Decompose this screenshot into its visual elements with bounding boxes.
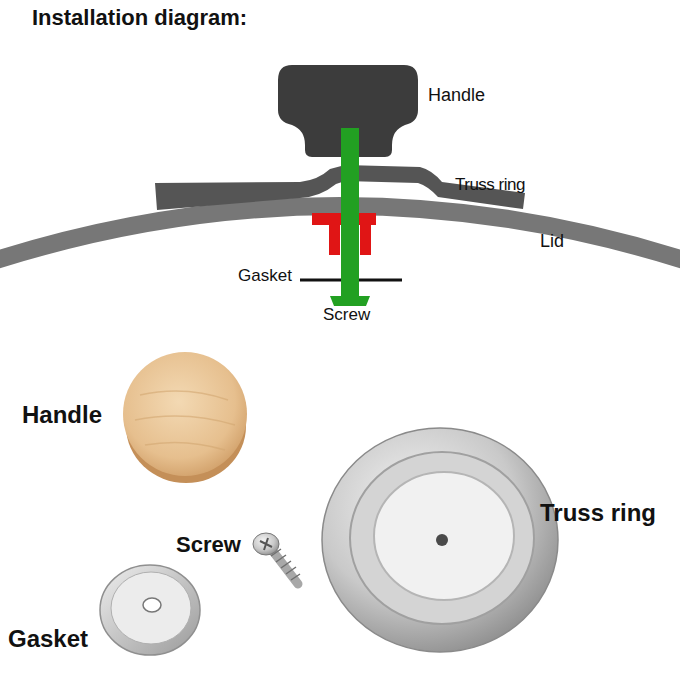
part-label: Truss ring xyxy=(455,176,595,195)
wood-grain xyxy=(135,391,235,450)
truss-ring-step xyxy=(350,452,534,624)
part-label: Screw xyxy=(176,533,276,557)
gasket-photo xyxy=(100,565,200,655)
screw-head xyxy=(253,533,279,555)
part-label: Gasket xyxy=(238,267,328,286)
part-label: Gasket xyxy=(8,626,128,652)
lid-section xyxy=(0,206,680,262)
part-label: Screw xyxy=(323,306,413,325)
handle-photo xyxy=(123,352,247,476)
screw-cross xyxy=(260,538,272,550)
part-label: Handle xyxy=(22,402,152,428)
gasket-hole xyxy=(143,598,161,612)
truss-ring-photo xyxy=(322,428,558,652)
nut-stem xyxy=(329,225,340,255)
screw-head-section xyxy=(330,296,370,306)
gasket-face xyxy=(111,572,191,644)
part-label: Handle xyxy=(428,86,548,106)
screw-section xyxy=(341,128,359,298)
part-label: Lid xyxy=(540,232,620,252)
truss-ring-hole xyxy=(436,534,448,546)
nut-stem xyxy=(360,225,371,255)
screw-thread xyxy=(271,549,300,580)
truss-ring-center xyxy=(374,472,514,600)
diagram-title: Installation diagram: xyxy=(32,6,432,30)
part-label: Truss ring xyxy=(540,500,680,526)
